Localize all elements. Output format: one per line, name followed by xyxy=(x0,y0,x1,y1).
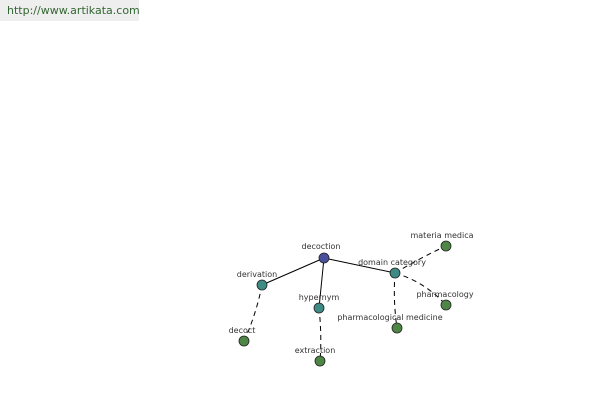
label-hypernym: hypernym xyxy=(299,293,340,302)
node-extraction[interactable] xyxy=(314,355,326,367)
edge-decoction-derivation xyxy=(261,257,325,286)
edge-domain-category-materia-medica xyxy=(394,245,447,274)
site-url[interactable]: http://www.artikata.com xyxy=(0,0,140,21)
node-hypernym[interactable] xyxy=(313,302,325,314)
label-domain-category: domain category xyxy=(358,258,426,267)
node-pharmacology[interactable] xyxy=(440,299,452,311)
node-pharmacological-medicine[interactable] xyxy=(391,322,403,334)
node-decoct[interactable] xyxy=(238,335,250,347)
node-decoction[interactable] xyxy=(318,252,330,264)
label-extraction: extraction xyxy=(295,346,336,355)
label-pharmacological-medicine: pharmacological medicine xyxy=(337,313,442,322)
node-derivation[interactable] xyxy=(256,279,268,291)
label-derivation: derivation xyxy=(237,270,277,279)
label-decoction: decoction xyxy=(301,242,340,251)
label-decoct: decoct xyxy=(229,326,256,335)
edge-decoction-domain-category xyxy=(323,257,396,274)
edge-domain-category-pharmacology xyxy=(394,272,447,306)
edge-decoction-hypernym xyxy=(318,257,325,309)
node-domain-category[interactable] xyxy=(389,267,401,279)
label-materia-medica: materia medica xyxy=(410,231,473,240)
node-materia-medica[interactable] xyxy=(440,240,452,252)
label-pharmacology: pharmacology xyxy=(416,290,473,299)
